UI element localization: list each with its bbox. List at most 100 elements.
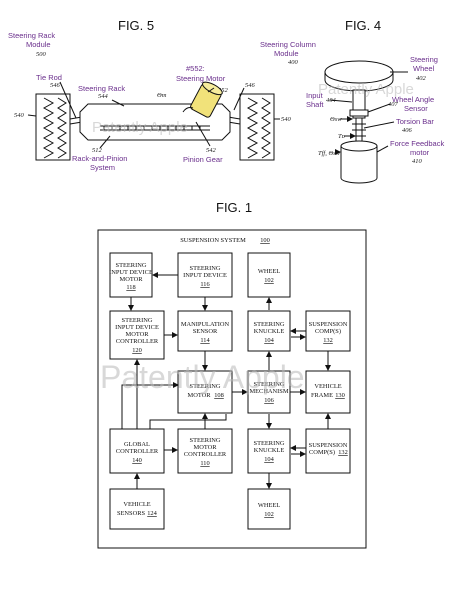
fig5-module-num: 500 — [36, 51, 47, 58]
fig4-angle-label-2: Sensor — [404, 104, 428, 113]
svg-text:116: 116 — [200, 281, 209, 288]
fig4-torsion-label: Torsion Bar — [396, 117, 434, 126]
fig4-watermark: Patently Apple — [318, 81, 414, 98]
fig4-theta-sw: Θsw — [330, 116, 342, 123]
svg-text:WHEEL: WHEEL — [258, 268, 280, 275]
box-vehicle-frame: VEHICLE FRAME 130 — [305, 370, 351, 414]
fig5-tie-rod-label: Tie Rod — [36, 73, 62, 82]
fig4-wheel-label-2: Wheel — [413, 64, 435, 73]
fig1-watermark: Patently Apple — [100, 359, 305, 395]
fig4-ff-label-1: Force Feedback — [390, 139, 444, 148]
leader-angle — [367, 103, 391, 113]
fig4-torsion-num: 406 — [402, 127, 413, 134]
fig5-rack-pinion-label-1: Rack-and-Pinion — [72, 154, 127, 163]
fig5-title: FIG. 5 — [118, 18, 154, 33]
fig5-module-label-2: Module — [26, 40, 51, 49]
svg-text:MOTOR: MOTOR — [194, 444, 218, 451]
svg-text:118: 118 — [126, 284, 135, 291]
box-steering-knuckle-bottom: STEERING KNUCKLE 104 — [247, 428, 291, 474]
leader-rack — [111, 99, 125, 107]
fig4-input-label-2: Shaft — [306, 100, 324, 109]
fig4-ff-label-2: motor — [410, 148, 430, 157]
fig5-tie-rod-num: 546 — [50, 82, 61, 89]
fig4-ff-num: 410 — [412, 158, 423, 165]
svg-text:MOTOR: MOTOR — [126, 331, 150, 338]
wheel-angle-sensor-shape — [349, 109, 369, 117]
box-steering-knuckle-top: STEERING KNUCKLE 104 — [247, 310, 291, 352]
fig4-angle-label-1: Wheel Angle — [392, 95, 434, 104]
fig5-num-546-right: 546 — [245, 82, 256, 89]
fig5-num-540-right: 540 — [281, 116, 292, 123]
svg-text:SUSPENSION: SUSPENSION — [309, 321, 348, 328]
fig5-num-542: 542 — [206, 147, 217, 154]
svg-text:STEERING: STEERING — [254, 440, 285, 447]
fig5-module-label-1: Steering Rack — [8, 31, 55, 40]
svg-text:132: 132 — [323, 337, 333, 344]
fig5-motor-label: Steering Motor — [176, 74, 226, 83]
svg-text:MECHANISM: MECHANISM — [249, 388, 288, 395]
fig4-module-label-1: Steering Column — [260, 40, 316, 49]
box-steering-input-device-motor-controller: STEERING INPUT DEVICE MOTOR CONTROLLER 1… — [109, 310, 165, 360]
svg-text:STEERING: STEERING — [116, 262, 147, 269]
leader-ff — [376, 145, 389, 153]
svg-text:MOTOR: MOTOR — [188, 392, 212, 399]
svg-text:SUSPENSION: SUSPENSION — [309, 442, 348, 449]
box-suspension-comps-top: SUSPENSION COMP(S) 132 — [305, 310, 351, 352]
svg-text:SENSOR: SENSOR — [193, 328, 218, 335]
fig4-module-num: 400 — [288, 59, 299, 66]
svg-text:124: 124 — [147, 510, 157, 517]
fig5-num-512: 512 — [92, 147, 103, 154]
leader-input — [329, 99, 353, 103]
svg-text:KNUCKLE: KNUCKLE — [254, 328, 285, 335]
box-manipulation-sensor: MANIPULATION SENSOR 114 — [177, 310, 233, 352]
svg-text:106: 106 — [264, 397, 274, 404]
fig5-watermark: Patently Apple — [92, 119, 188, 136]
fig5-pinion-gear-label: Pinion Gear — [183, 155, 223, 164]
left-tire-shape — [35, 93, 71, 161]
rack-housing-shape — [79, 103, 231, 141]
fig5-rack-pinion-label-2: System — [90, 163, 115, 172]
box-suspension-comps-bottom: SUSPENSION COMP(S) 132 — [305, 428, 351, 474]
steering-motor-shape — [190, 81, 223, 118]
fig5-rack-num: 544 — [98, 93, 109, 100]
box-steering-motor-controller: STEERING MOTOR CONTROLLER 110 — [177, 428, 233, 474]
svg-text:STEERING: STEERING — [190, 383, 221, 390]
leader-552 — [207, 87, 215, 93]
svg-text:VEHICLE: VEHICLE — [123, 501, 150, 508]
svg-text:STEERING: STEERING — [254, 381, 285, 388]
svg-text:INPUT DEVICE: INPUT DEVICE — [109, 269, 153, 276]
svg-text:WHEEL: WHEEL — [258, 502, 280, 509]
svg-text:GLOBAL: GLOBAL — [124, 441, 150, 448]
leader-512 — [99, 135, 111, 149]
svg-text:132: 132 — [338, 449, 348, 456]
fig1-group: FIG. 1 SUSPENSION SYSTEM 100 STEERING IN… — [97, 200, 367, 549]
svg-text:SENSORS: SENSORS — [117, 510, 146, 517]
leader-542 — [195, 121, 211, 147]
fig4-wheel-label-1: Steering — [410, 55, 438, 64]
right-tire-tread — [246, 97, 271, 159]
svg-text:VEHICLE: VEHICLE — [314, 383, 341, 390]
fig5-motor-num-label: #552: — [186, 64, 205, 73]
fig4-wheel-num: 402 — [416, 75, 427, 82]
fig4-module-label-2: Module — [274, 49, 299, 58]
svg-text:KNUCKLE: KNUCKLE — [254, 447, 285, 454]
rack-teeth — [100, 125, 210, 131]
fig1-connectors — [121, 272, 331, 489]
svg-text:MOTOR: MOTOR — [120, 276, 144, 283]
fig4-angle-num: 407 — [388, 101, 399, 108]
left-tire-tread — [42, 97, 67, 159]
fig4-t-ff: Tff, Θsw — [318, 150, 341, 157]
fig5-num-540-left: 540 — [14, 112, 25, 119]
svg-text:140: 140 — [132, 457, 142, 464]
fig5-num-552: 552 — [218, 87, 229, 94]
svg-text:110: 110 — [200, 460, 209, 467]
svg-text:CONTROLLER: CONTROLLER — [116, 448, 159, 455]
svg-text:114: 114 — [200, 337, 210, 344]
system-label: SUSPENSION SYSTEM — [180, 237, 246, 244]
svg-text:STEERING: STEERING — [190, 265, 221, 272]
ff-motor-top — [340, 140, 378, 152]
svg-text:108: 108 — [214, 392, 224, 399]
box-steering-mechanism: STEERING MECHANISM 106 — [247, 370, 291, 414]
box-wheel-top: WHEEL 102 — [247, 252, 291, 298]
svg-text:CONTROLLER: CONTROLLER — [184, 451, 227, 458]
